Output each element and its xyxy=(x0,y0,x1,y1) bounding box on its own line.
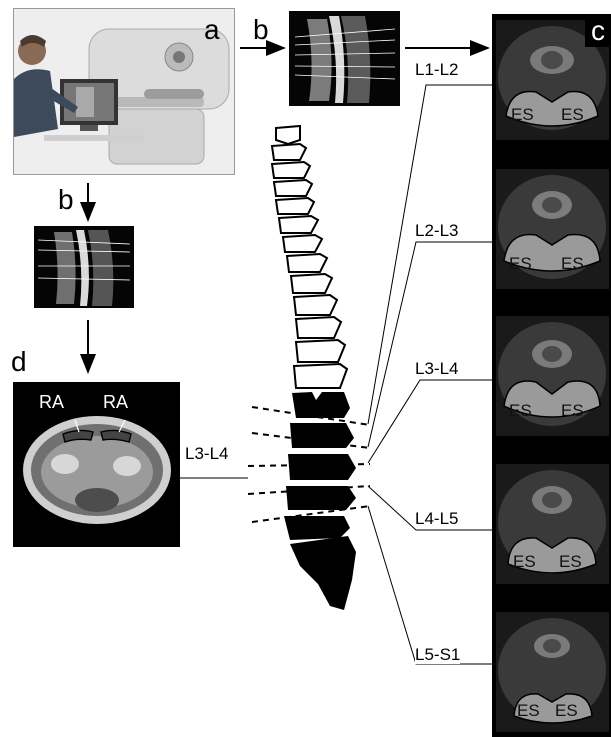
level-label-l2-l3: L2-L3 xyxy=(415,222,458,240)
axial-mri-column xyxy=(492,14,611,737)
es-label: ES xyxy=(517,702,540,720)
es-label: ES xyxy=(513,553,536,571)
es-label: ES xyxy=(555,702,578,720)
es-label: ES xyxy=(509,255,532,273)
panel-label-c: c xyxy=(585,17,611,47)
thoracic-vertebrae xyxy=(272,126,347,388)
es-label: ES xyxy=(559,553,582,571)
level-label-l1-l2: L1-L2 xyxy=(415,61,458,79)
es-label: ES xyxy=(561,402,584,420)
level-label-l4-l5: L4-L5 xyxy=(415,510,458,528)
axial-image-l5-s1 xyxy=(496,612,609,732)
level-label-d-l3-l4: L3-L4 xyxy=(185,445,228,463)
es-label: ES xyxy=(561,255,584,273)
level-label-l3-l4: L3-L4 xyxy=(415,360,458,378)
es-label: ES xyxy=(509,402,532,420)
lumbar-vertebrae xyxy=(284,392,356,610)
es-label: ES xyxy=(511,106,534,124)
level-label-l5-s1: L5-S1 xyxy=(415,646,460,664)
es-label: ES xyxy=(561,106,584,124)
